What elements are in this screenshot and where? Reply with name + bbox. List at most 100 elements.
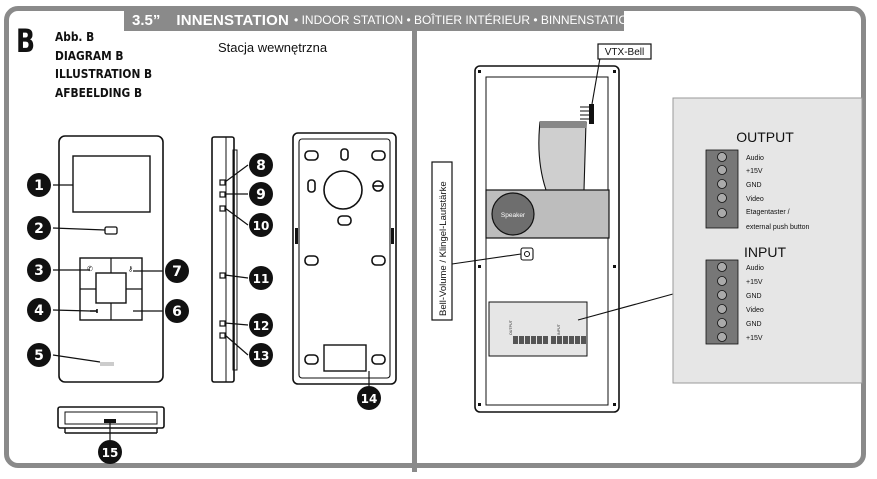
open-housing: Speaker OUTPUT INPUT <box>451 57 674 413</box>
svg-text:10: 10 <box>253 219 270 233</box>
callout-5: 5 <box>27 343 51 367</box>
figure-labels: Abb. B DIAGRAM B ILLUSTRATION B AFBEELDI… <box>55 28 152 102</box>
connector-window <box>323 344 367 372</box>
svg-text:+15V: +15V <box>746 279 763 286</box>
callout-8: 8 <box>249 153 273 177</box>
svg-text:15: 15 <box>102 446 119 460</box>
title-translations: • INDOOR STATION • BOÎTIER INTÉRIEUR • B… <box>294 13 637 27</box>
input-pin-labels: Audio +15V GND Video GND +15V <box>746 265 764 342</box>
led-indicator <box>104 226 118 235</box>
svg-text:8: 8 <box>256 158 266 174</box>
panel-divider <box>412 10 417 472</box>
terminal-blocks <box>513 336 586 344</box>
port-11 <box>219 272 226 279</box>
svg-text:6: 6 <box>172 304 182 320</box>
figure-label-nl: AFBEELDING B <box>55 84 143 100</box>
title-bar: 3.5” INNENSTATION • INDOOR STATION • BOÎ… <box>124 9 636 31</box>
svg-text:VTX-Bell: VTX-Bell <box>605 47 644 58</box>
front-screen <box>72 155 151 213</box>
figure-letter: B <box>16 22 36 60</box>
vtx-bell-connector <box>589 104 594 124</box>
callout-3: 3 <box>27 258 51 282</box>
subtitle: Stacja wewnętrzna <box>218 40 328 55</box>
port-13 <box>219 332 226 339</box>
svg-text:Bell-Volume / Klingel-Lautstär: Bell-Volume / Klingel-Lautstärke <box>438 181 449 316</box>
bottom-view <box>57 406 165 434</box>
screen-size: 3.5” <box>132 11 161 29</box>
port-12 <box>219 320 226 327</box>
cable-hole <box>323 170 363 210</box>
volume-knob <box>520 247 534 261</box>
callout-11: 11 <box>249 266 273 290</box>
svg-text:Etagentaster /: Etagentaster / <box>746 209 790 216</box>
output-title: OUTPUT <box>736 129 794 145</box>
callout-9: 9 <box>249 182 273 206</box>
port-8 <box>219 179 226 186</box>
svg-text:Video: Video <box>746 307 764 314</box>
callout-1: 1 <box>27 173 51 197</box>
output-terminals <box>705 149 739 229</box>
front-view: ✆ ⚷ <box>58 135 164 383</box>
svg-text:Audio: Audio <box>746 265 764 272</box>
callout-6: 6 <box>165 299 189 323</box>
bottom-port <box>104 419 116 423</box>
svg-text:GND: GND <box>746 321 762 328</box>
back-housing <box>292 132 397 385</box>
svg-text:+15V: +15V <box>746 168 763 175</box>
leader-lines <box>52 164 370 440</box>
svg-text:11: 11 <box>253 272 270 286</box>
speaker <box>491 192 535 236</box>
svg-text:5: 5 <box>34 348 44 364</box>
port-9 <box>219 191 226 198</box>
figure-label-de: Abb. B <box>55 29 95 44</box>
callout-13: 13 <box>249 343 273 367</box>
callout-2: 2 <box>27 216 51 240</box>
back-view <box>292 132 397 385</box>
callout-10: 10 <box>249 213 273 237</box>
svg-text:Video: Video <box>746 196 764 203</box>
side-housing <box>211 136 235 383</box>
input-title: INPUT <box>744 244 786 260</box>
callout-14: 14 <box>357 386 381 410</box>
board-labels: OUTPUT INPUT <box>509 319 561 335</box>
callout-markers: 1 2 3 4 5 6 7 8 9 10 11 12 13 14 15 <box>27 153 381 464</box>
svg-text:OUTPUT: OUTPUT <box>509 319 513 335</box>
svg-text:GND: GND <box>746 293 762 300</box>
speaker-label: Speaker <box>501 212 526 219</box>
callout-7: 7 <box>165 259 189 283</box>
bell-volume-label: Bell-Volume / Klingel-Lautstärke <box>431 161 453 321</box>
side-view <box>211 136 238 383</box>
svg-text:7: 7 <box>172 264 182 280</box>
connector-detail: OUTPUT INPUT Audio +15V GND Video Etagen… <box>672 97 863 384</box>
title-main: INNENSTATION <box>176 11 290 29</box>
port-10 <box>219 205 226 212</box>
input-terminals <box>705 259 739 345</box>
svg-text:4: 4 <box>34 303 44 319</box>
output-pin-labels: Audio +15V GND Video Etagentaster / exte… <box>746 155 810 231</box>
key-icon: ⚷ <box>128 266 133 273</box>
svg-text:Audio: Audio <box>746 155 764 162</box>
figure-label-en: DIAGRAM B <box>55 47 124 63</box>
ribbon-cable <box>538 121 587 191</box>
vtx-bell-label: VTX-Bell <box>597 43 652 60</box>
svg-text:INPUT: INPUT <box>557 323 561 335</box>
bottom-housing <box>57 406 165 429</box>
front-housing <box>58 135 164 383</box>
svg-text:GND: GND <box>746 182 762 189</box>
housing-outer <box>474 65 620 413</box>
svg-text:1: 1 <box>34 178 44 194</box>
terminal-board <box>488 301 588 357</box>
svg-text:14: 14 <box>361 392 378 406</box>
brand-logo <box>100 362 114 366</box>
svg-text:2: 2 <box>34 221 44 237</box>
mount-slot <box>304 150 319 161</box>
callout-15: 15 <box>98 440 122 464</box>
callout-12: 12 <box>249 313 273 337</box>
figure-label-fr: ILLUSTRATION B <box>55 66 153 81</box>
svg-text:9: 9 <box>256 187 266 203</box>
svg-text:3: 3 <box>34 263 44 279</box>
center-button <box>95 272 127 304</box>
svg-text:13: 13 <box>253 349 270 363</box>
svg-text:+15V: +15V <box>746 335 763 342</box>
